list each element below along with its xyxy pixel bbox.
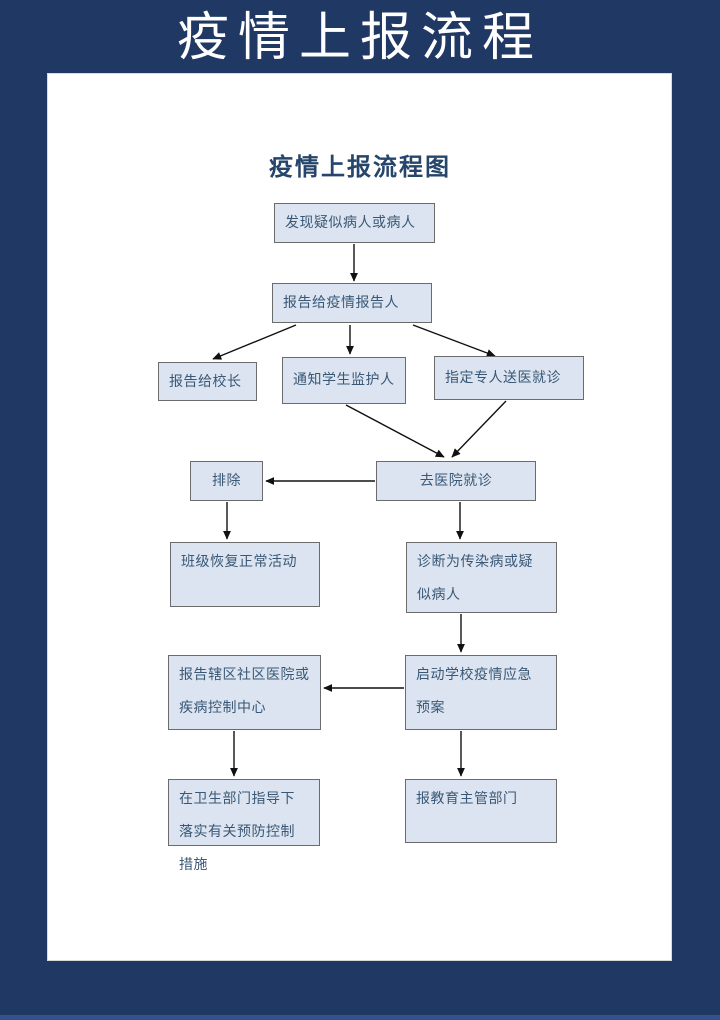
- flow-node-report-education: 报教育主管部门: [405, 779, 557, 843]
- flow-node-report-reporter: 报告给疫情报告人: [272, 283, 432, 323]
- bottom-edge-strip: [0, 1015, 720, 1020]
- flow-node-implement-measures: 在卫生部门指导下落实有关预防控制措施: [168, 779, 320, 873]
- flow-node-diagnosed: 诊断为传染病或疑似病人: [406, 542, 557, 613]
- flow-node-emergency-plan: 启动学校疫情应急预案: [405, 655, 557, 730]
- edge-reporter-principal: [212, 324, 297, 360]
- flow-node-report-community: 报告辖区社区医院或疾病控制中心: [168, 655, 321, 730]
- flow-node-report-principal: 报告给校长: [158, 362, 257, 401]
- edge-guardian-hospital: [345, 404, 445, 458]
- flow-node-notify-guardian: 通知学生监护人: [282, 357, 406, 404]
- edge-escort-hospital: [451, 400, 507, 458]
- flow-node-discover: 发现疑似病人或病人: [274, 203, 435, 243]
- edge-reporter-escort: [412, 324, 496, 357]
- flow-node-hospital-visit: 去医院就诊: [376, 461, 536, 501]
- flow-node-escort-medical: 指定专人送医就诊: [434, 356, 584, 400]
- flow-node-exclude: 排除: [190, 461, 263, 501]
- page-title: 疫情上报流程: [176, 10, 543, 67]
- flowchart-title: 疫情上报流程图: [269, 155, 451, 181]
- flow-node-class-resume: 班级恢复正常活动: [170, 542, 320, 607]
